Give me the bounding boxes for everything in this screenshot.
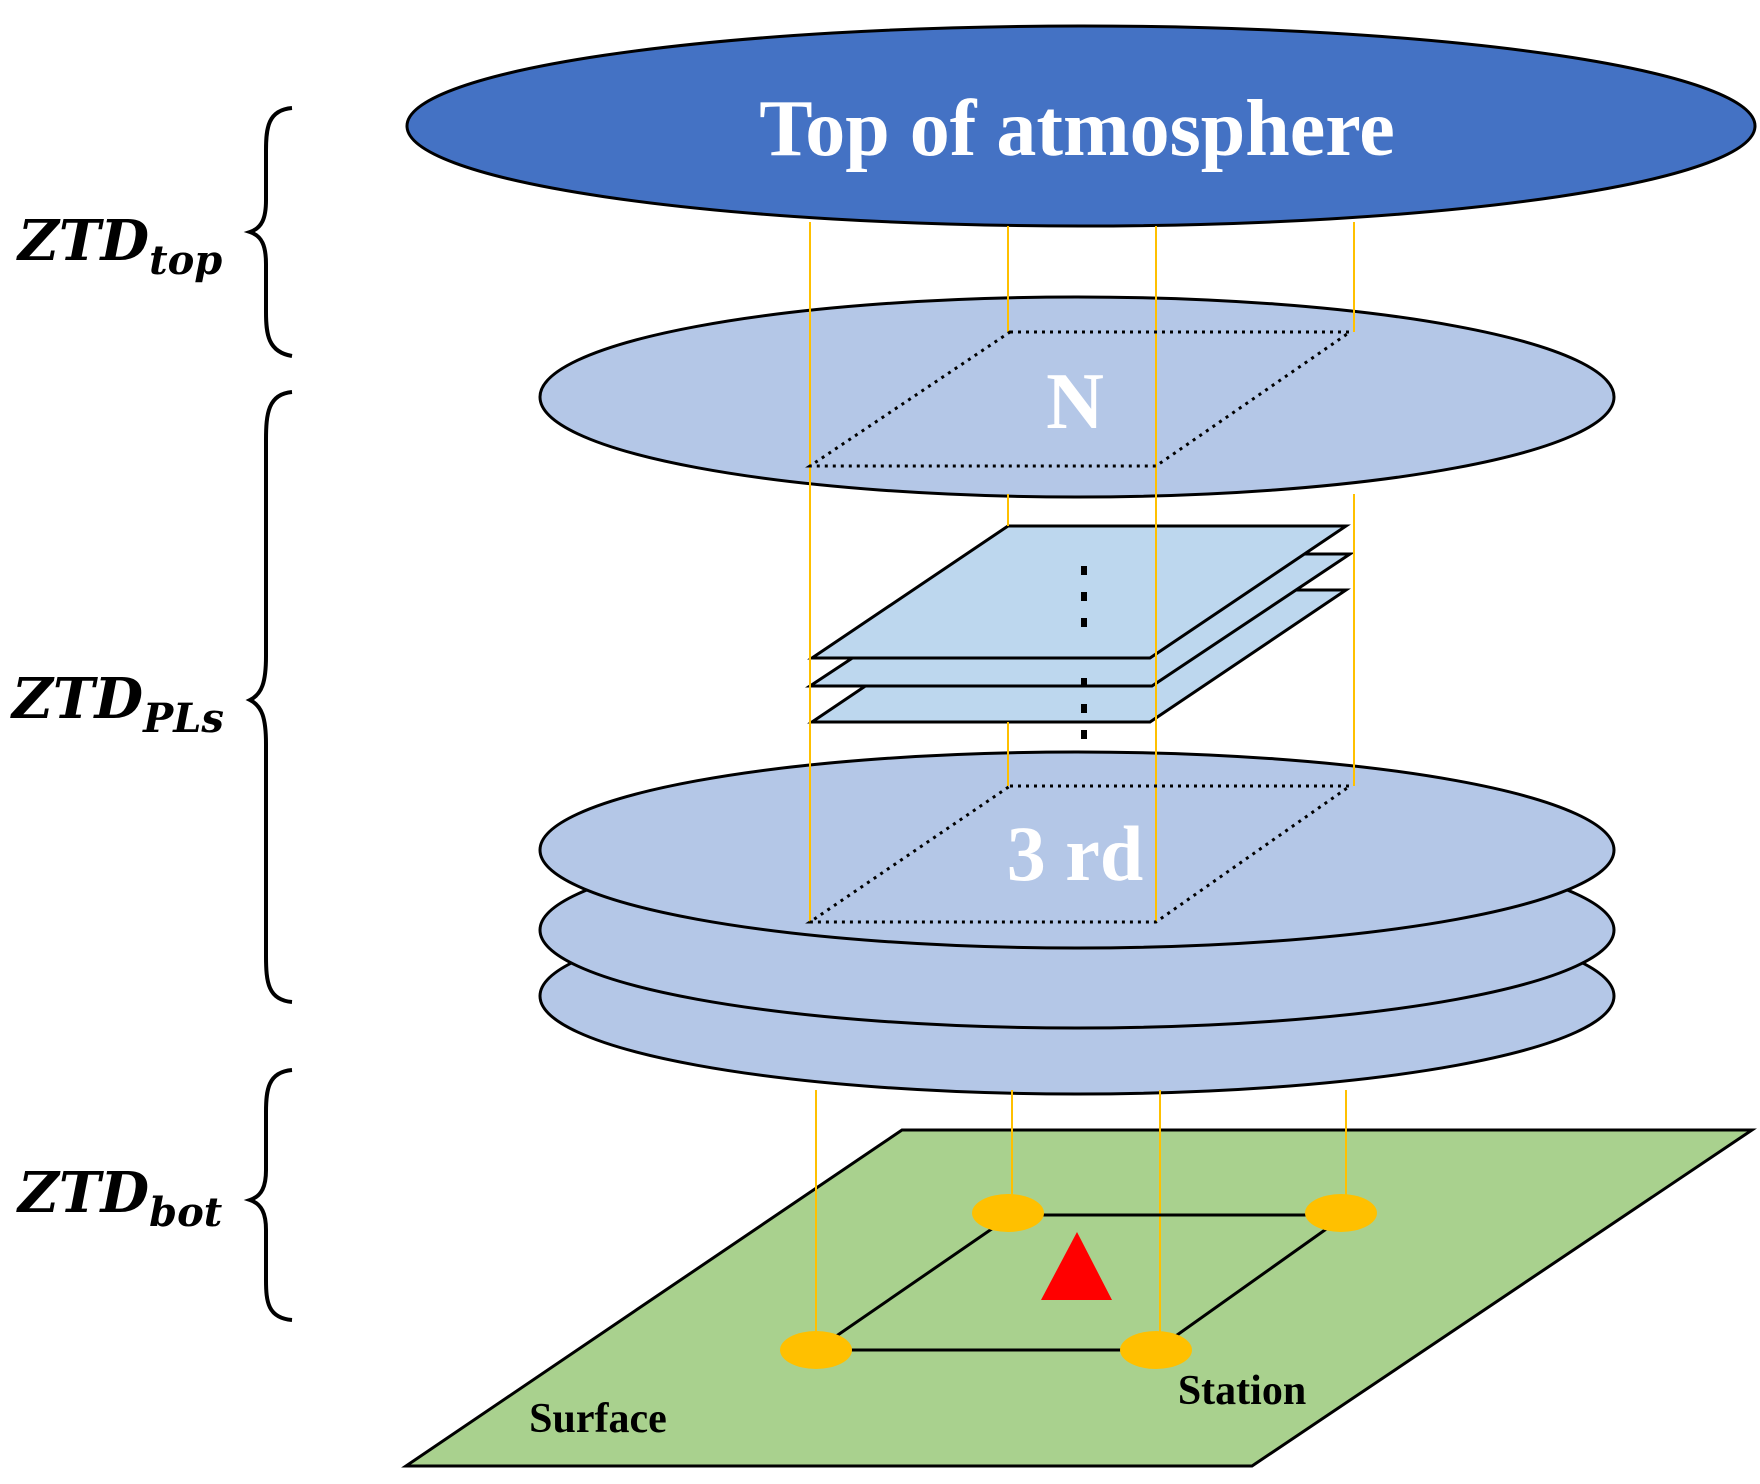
third-level-label: 3 rd	[1007, 810, 1144, 897]
pressure-level-3	[538, 750, 1616, 950]
ztd-top-label: ZTDtop	[16, 208, 222, 284]
brace-pls	[245, 390, 293, 1004]
station-label: Station	[1178, 1368, 1306, 1414]
brace-top	[243, 106, 293, 358]
grid-point-bottom-right	[1120, 1331, 1192, 1369]
n-level-grid-outline	[805, 330, 1355, 468]
ztd-bot-sub: bot	[149, 1189, 223, 1236]
surface-label: Surface	[529, 1396, 667, 1442]
n-level-label: N	[1046, 358, 1104, 446]
station-marker	[1041, 1232, 1112, 1300]
ztd-top-base: ZTD	[16, 208, 150, 274]
grid-point-bottom-left	[780, 1331, 852, 1369]
vertical-connectors	[809, 222, 1355, 1350]
top-of-atmosphere-label: Top of atmosphere	[759, 85, 1395, 173]
brace-bot	[243, 1068, 293, 1322]
stack-plane-upper	[807, 524, 1351, 660]
ztd-top-sub: top	[149, 237, 222, 284]
ellipsis-dots	[1081, 566, 1087, 739]
grid-point-top-left	[972, 1194, 1044, 1232]
third-level-grid-outline	[805, 784, 1355, 924]
grid-point-top-right	[1305, 1194, 1377, 1232]
pressure-level-n	[538, 295, 1616, 499]
ztd-pls-label: ZTDPLs	[10, 666, 224, 742]
ztd-pls-sub: PLs	[142, 695, 224, 742]
ztd-bot-base: ZTD	[16, 1160, 150, 1226]
ztd-bot-label: ZTDbot	[16, 1160, 223, 1236]
top-of-atmosphere-ellipse	[405, 24, 1757, 228]
ztd-pls-base: ZTD	[10, 666, 144, 732]
